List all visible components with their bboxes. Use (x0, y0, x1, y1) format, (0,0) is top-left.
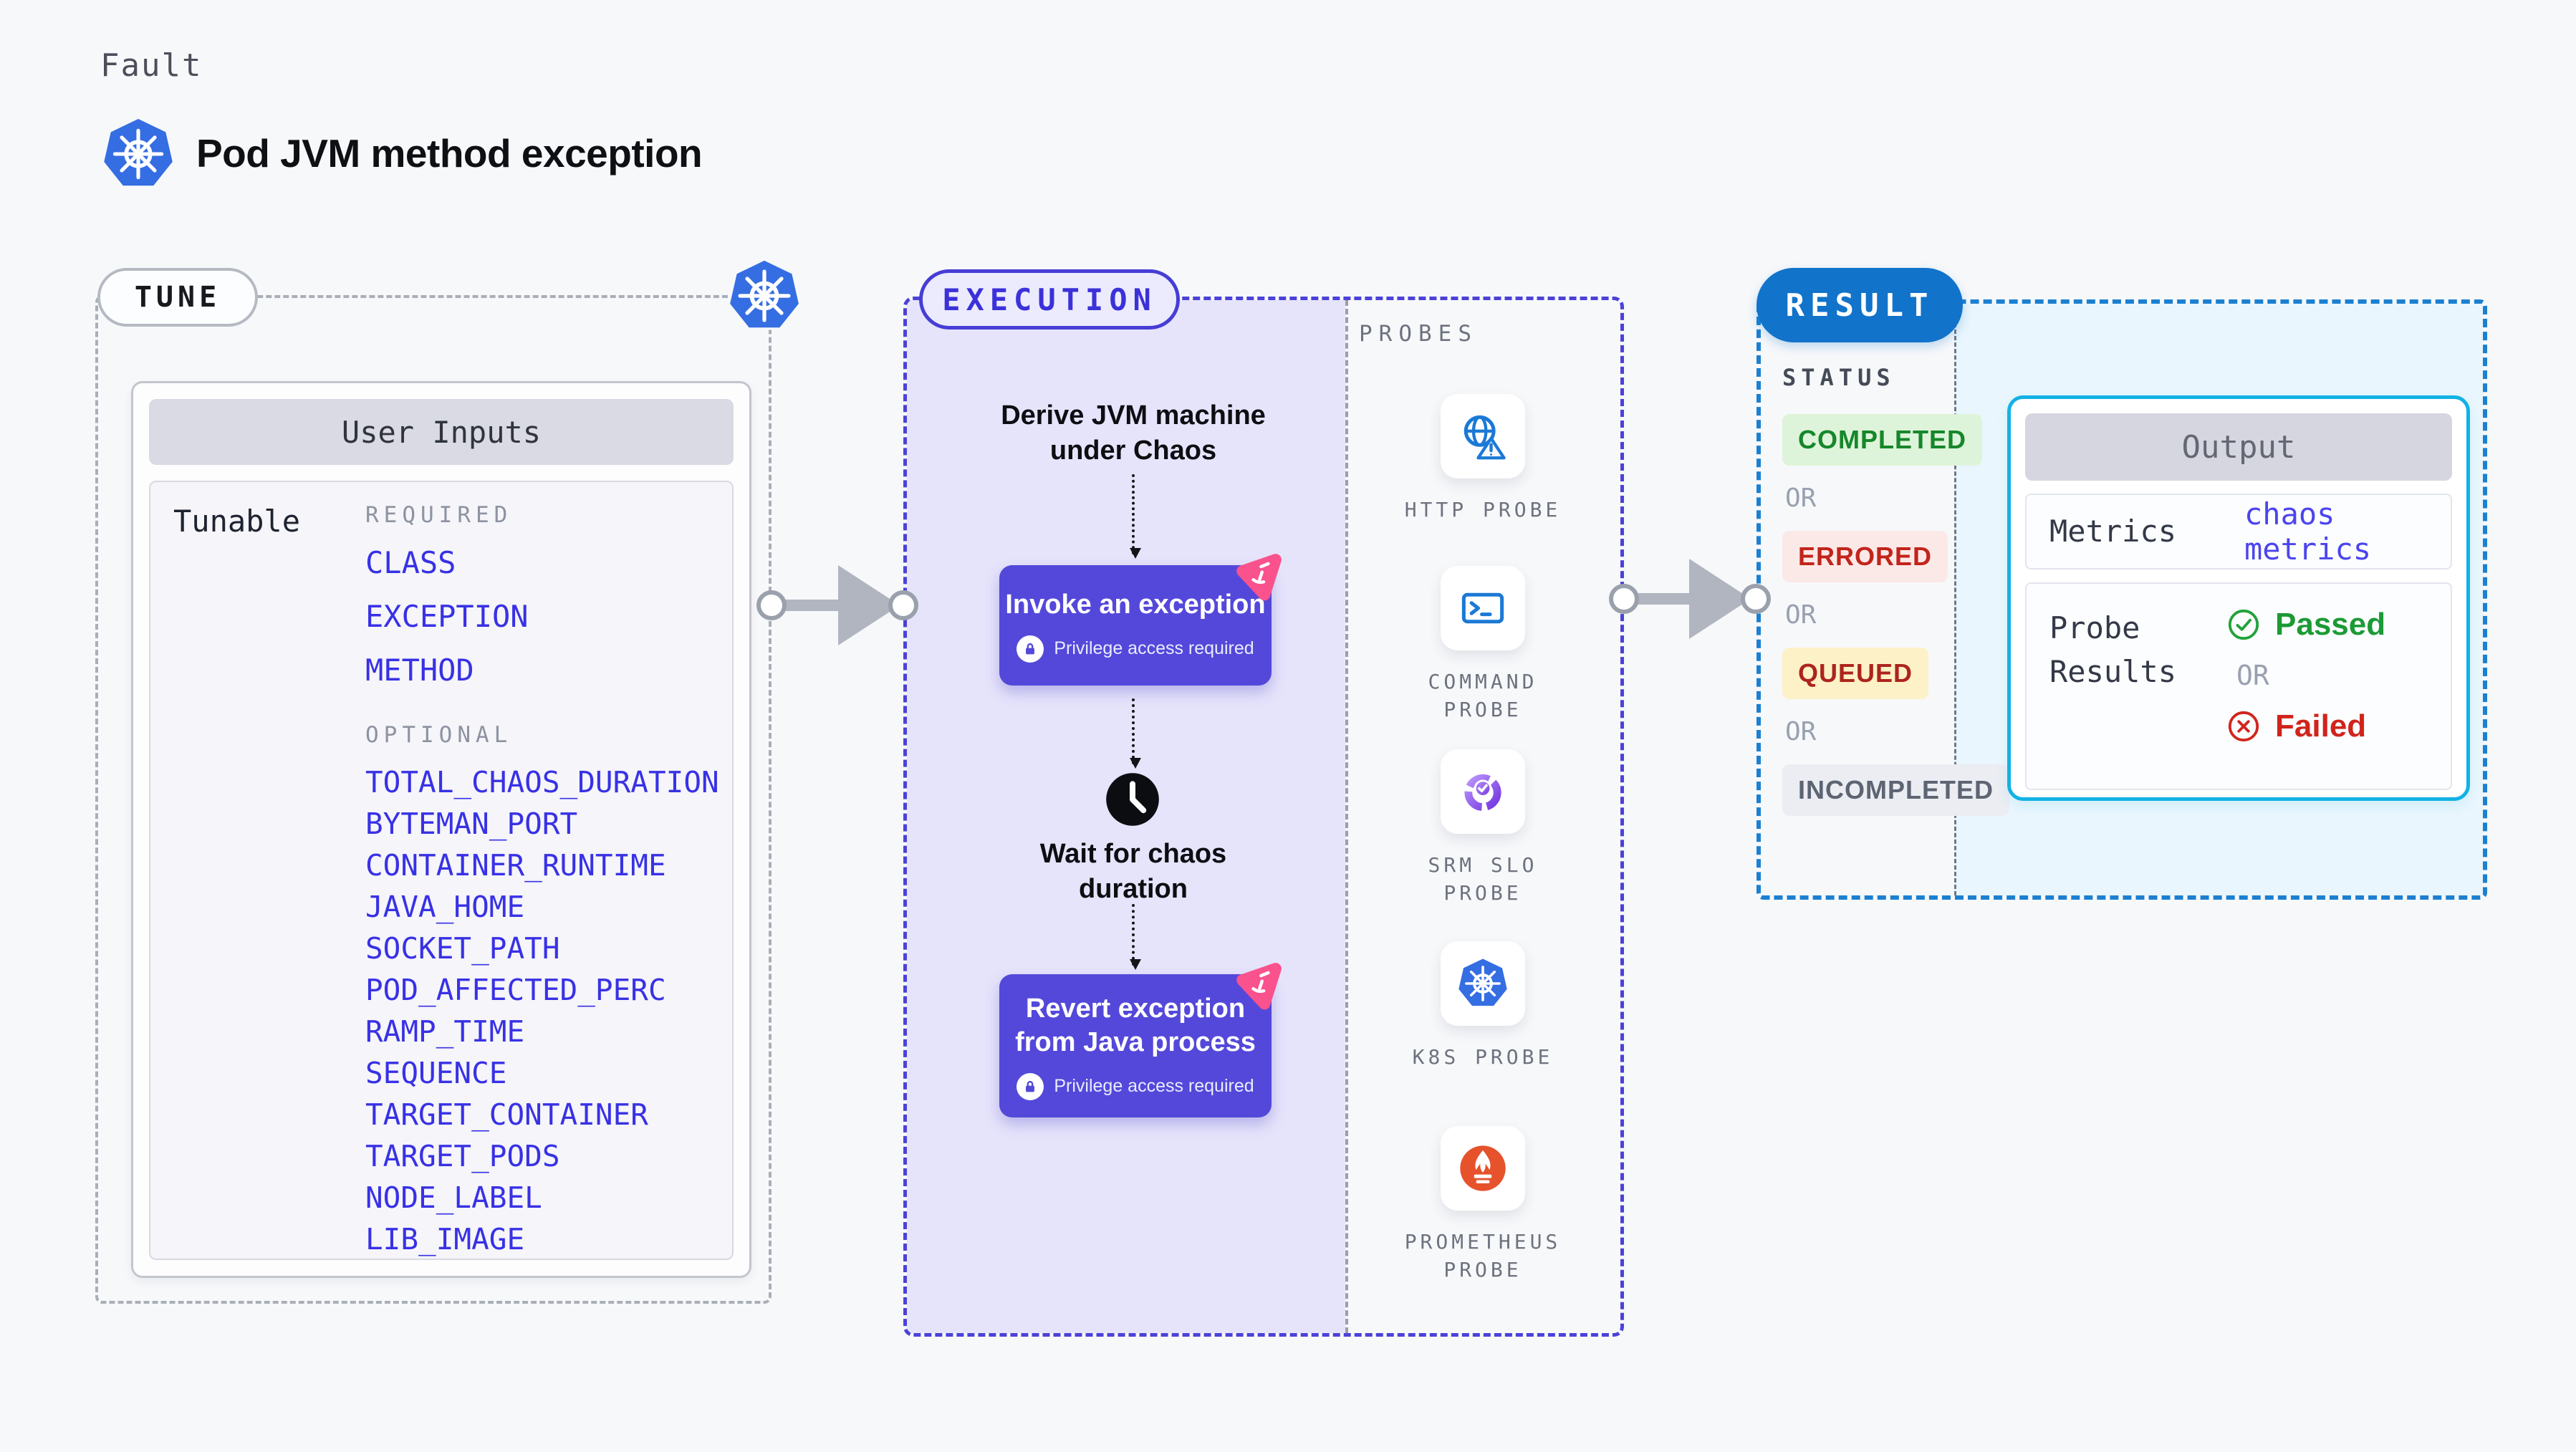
command-probe-icon (1441, 566, 1525, 650)
status-divider (1954, 304, 1956, 895)
tunable-link[interactable]: POD_AFFECTED_PERC (365, 973, 666, 1007)
tunable-link[interactable]: RAMP_TIME (365, 1014, 525, 1049)
privilege-note: Privilege access required (1054, 638, 1254, 659)
page-title: Pod JVM method exception (196, 131, 703, 176)
down-arrow (1130, 474, 1141, 559)
lock-icon (1017, 1072, 1044, 1100)
revert-exception-box: Revert exception from Java process Privi… (999, 963, 1282, 1117)
privilege-note: Privilege access required (1054, 1076, 1254, 1096)
tunable-label: Tunable (173, 504, 301, 539)
probe-label: COMMAND PROBE (1428, 670, 1538, 722)
tunables-panel: Tunable REQUIRED CLASS EXCEPTION METHOD … (149, 481, 734, 1260)
probe-http: HTTP PROBE (1370, 394, 1596, 524)
tunable-link[interactable]: SOCKET_PATH (365, 931, 560, 966)
chaos-badge-icon (1229, 547, 1287, 605)
connector-dot (756, 590, 787, 620)
tunable-link[interactable]: CONTAINER_RUNTIME (365, 848, 666, 883)
lock-icon (1017, 635, 1044, 663)
tunable-link[interactable]: SEQUENCE (365, 1056, 507, 1090)
kubernetes-icon (102, 117, 175, 191)
or-separator: OR (2236, 660, 2269, 691)
status-label: STATUS (1782, 364, 1895, 391)
metrics-label: Metrics (2049, 513, 2177, 549)
passed-line: Passed (2226, 607, 2385, 643)
status-list: COMPLETED OR ERRORED OR QUEUED OR INCOMP… (1782, 414, 2010, 816)
connector-dot (1741, 584, 1771, 614)
srm-slo-probe-icon (1441, 749, 1525, 834)
connector-dot (888, 590, 918, 620)
tunable-link[interactable]: BYTEMAN_PORT (365, 807, 578, 841)
chaos-badge-icon (1229, 956, 1287, 1014)
wait-step-text: Wait for chaos duration (1039, 839, 1227, 905)
tune-pill: TUNE (97, 268, 258, 327)
connector-dot (1609, 584, 1639, 614)
probe-k8s: K8S PROBE (1370, 941, 1596, 1071)
tunable-link[interactable]: TARGET_CONTAINER (365, 1097, 648, 1132)
or-separator: OR (1785, 600, 1817, 630)
invoke-exception-box: Invoke an exception Privilege access req… (999, 554, 1282, 686)
probe-label: SRM SLO PROBE (1428, 853, 1538, 905)
kubernetes-icon (726, 258, 802, 334)
or-separator: OR (1785, 717, 1817, 746)
probe-prometheus: PROMETHEUS PROBE (1370, 1126, 1596, 1284)
arrow-shaft (1636, 593, 1702, 605)
tune-section (95, 295, 772, 1304)
failed-label: Failed (2275, 708, 2367, 744)
status-badge-incompleted: INCOMPLETED (1782, 764, 2010, 816)
status-badge-completed: COMPLETED (1782, 414, 1983, 466)
probe-results-row: Probe Results Passed OR Failed (2025, 582, 2452, 790)
arrow-shaft (784, 600, 850, 611)
invoke-exception-title: Invoke an exception (1005, 590, 1266, 620)
tunable-link[interactable]: EXCEPTION (365, 599, 529, 634)
revert-exception-title: Revert exception from Java process (1015, 993, 1256, 1058)
output-title: Output (2025, 413, 2452, 481)
probe-label: PROMETHEUS PROBE (1404, 1230, 1562, 1282)
fault-kicker: Fault (100, 47, 203, 84)
tunable-link[interactable]: METHOD (365, 653, 474, 688)
probe-command: COMMAND PROBE (1370, 566, 1596, 723)
or-separator: OR (1785, 484, 1817, 513)
tunable-link[interactable]: TOTAL_CHAOS_DURATION (365, 765, 719, 799)
output-card: Output Metrics chaos metrics Probe Resul… (2007, 395, 2470, 801)
clock-icon (1104, 771, 1161, 828)
probe-label: K8S PROBE (1412, 1045, 1554, 1069)
probe-results-label: Probe Results (2049, 610, 2177, 689)
failed-line: Failed (2226, 708, 2366, 744)
down-arrow (1130, 904, 1141, 970)
execution-pill: EXECUTION (919, 269, 1180, 330)
tunable-link[interactable]: TARGET_PODS (365, 1139, 560, 1173)
check-circle-icon (2228, 609, 2259, 640)
probe-label: HTTP PROBE (1404, 498, 1562, 521)
prometheus-probe-icon (1441, 1126, 1525, 1211)
execution-section (903, 297, 1624, 1337)
tunable-link[interactable]: NODE_LABEL (365, 1181, 542, 1215)
optional-group-label: OPTIONAL (365, 722, 513, 748)
tunable-link[interactable]: CLASS (365, 545, 456, 580)
required-group-label: REQUIRED (365, 502, 513, 528)
probe-srm-slo: SRM SLO PROBE (1370, 749, 1596, 907)
metrics-row: Metrics chaos metrics (2025, 494, 2452, 569)
status-badge-errored: ERRORED (1782, 531, 1948, 582)
arrow-head (1689, 559, 1751, 639)
k8s-probe-icon (1441, 941, 1525, 1026)
user-inputs-title: User Inputs (149, 399, 734, 465)
http-probe-icon (1441, 394, 1525, 479)
derive-step-text: Derive JVM machine under Chaos (1001, 400, 1266, 466)
tunable-link[interactable]: JAVA_HOME (365, 890, 525, 924)
tunable-link[interactable]: LIB_IMAGE (365, 1222, 525, 1256)
metrics-value: chaos metrics (2244, 496, 2372, 567)
user-inputs-card: User Inputs Tunable REQUIRED CLASS EXCEP… (131, 381, 751, 1278)
probes-section-label: PROBES (1359, 321, 1478, 347)
x-circle-icon (2228, 711, 2259, 742)
status-badge-queued: QUEUED (1782, 648, 1929, 699)
probes-divider (1345, 300, 1348, 1333)
passed-label: Passed (2275, 607, 2386, 642)
down-arrow (1130, 698, 1141, 769)
result-pill: RESULT (1756, 268, 1963, 342)
